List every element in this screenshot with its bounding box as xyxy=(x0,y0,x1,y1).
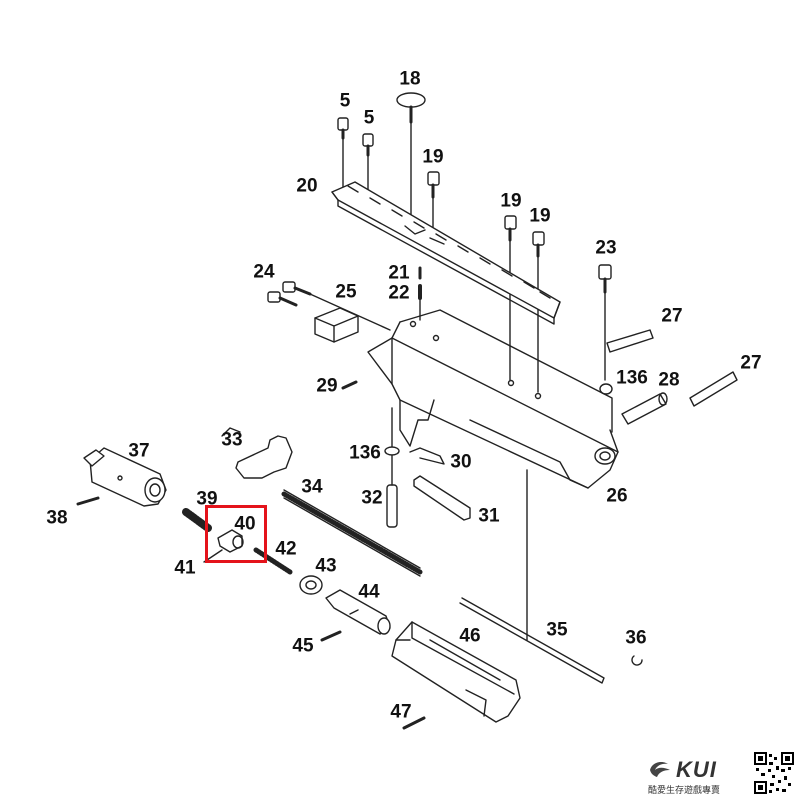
label-23: 23 xyxy=(595,237,617,259)
screw-5a-icon xyxy=(337,117,349,191)
label-24: 24 xyxy=(253,261,275,283)
receiver-26-icon xyxy=(367,309,619,489)
rod-27a-icon xyxy=(606,329,654,353)
label-27b: 27 xyxy=(740,352,762,374)
block-25-icon xyxy=(314,307,359,343)
label-43: 43 xyxy=(315,555,337,577)
screw-5b-icon xyxy=(362,133,374,201)
spring-39-icon xyxy=(182,508,212,532)
label-45: 45 xyxy=(292,635,314,657)
label-18: 18 xyxy=(399,68,421,90)
pin-29-icon xyxy=(341,380,358,390)
label-38: 38 xyxy=(46,507,68,529)
label-20: 20 xyxy=(296,175,318,197)
pin-47-icon xyxy=(402,716,426,730)
label-25: 25 xyxy=(335,281,357,303)
label-19b: 19 xyxy=(500,190,522,212)
label-26: 26 xyxy=(606,485,628,507)
carrier-46-icon xyxy=(391,621,521,723)
label-42: 42 xyxy=(275,538,297,560)
label-32: 32 xyxy=(361,487,383,509)
label-19c: 19 xyxy=(529,205,551,227)
lever-31-icon xyxy=(413,475,471,521)
pin-18-icon xyxy=(396,92,426,233)
piston-44-icon xyxy=(325,589,391,635)
pin-45-icon xyxy=(320,630,342,642)
label-40: 40 xyxy=(234,513,256,535)
kui-logo-icon xyxy=(650,762,670,777)
label-35: 35 xyxy=(546,619,568,641)
label-29: 29 xyxy=(316,375,338,397)
screw-19c-icon xyxy=(532,231,545,393)
screw-23-icon xyxy=(598,264,612,381)
washer-136a-icon xyxy=(384,446,400,456)
label-34: 34 xyxy=(301,476,323,498)
label-30: 30 xyxy=(450,451,472,473)
label-47: 47 xyxy=(390,701,412,723)
pin-38-icon xyxy=(76,496,100,506)
label-5a: 5 xyxy=(339,90,351,112)
label-36: 36 xyxy=(625,627,647,649)
highlight-box-40 xyxy=(205,505,267,563)
screw-24-icon xyxy=(267,281,391,331)
rod-35-icon xyxy=(459,469,605,684)
label-41: 41 xyxy=(174,557,196,579)
watermark-slogan: 酷愛生存遊戲專賣 xyxy=(648,785,721,795)
screw-19b-icon xyxy=(504,215,517,381)
clip-30-icon xyxy=(409,447,445,465)
label-19a: 19 xyxy=(422,146,444,168)
label-28: 28 xyxy=(658,369,680,391)
label-31: 31 xyxy=(478,505,500,527)
spring-34-icon xyxy=(281,489,423,577)
label-37: 37 xyxy=(128,440,150,462)
label-136b: 136 xyxy=(349,442,381,464)
label-33: 33 xyxy=(221,429,243,451)
washer-43-icon xyxy=(299,575,323,595)
screw-19a-icon xyxy=(427,171,440,246)
part-40-icon xyxy=(217,529,244,553)
housing-37-icon xyxy=(83,447,167,507)
watermark-brand: KUI xyxy=(676,757,717,782)
spring-42-icon xyxy=(253,547,293,575)
label-21: 21 xyxy=(388,262,410,284)
qr-code-icon xyxy=(754,752,794,794)
label-39: 39 xyxy=(196,488,218,510)
label-46: 46 xyxy=(459,625,481,647)
label-5b: 5 xyxy=(363,107,375,129)
part-33-icon xyxy=(221,427,293,479)
pin-32-icon xyxy=(386,407,398,528)
label-136a: 136 xyxy=(616,367,648,389)
label-44: 44 xyxy=(358,581,380,603)
label-27a: 27 xyxy=(661,305,683,327)
rod-28-icon xyxy=(621,392,668,425)
clip-36-icon xyxy=(631,655,643,666)
rail-20-icon xyxy=(331,181,561,325)
label-22: 22 xyxy=(388,282,410,304)
rod-27b-icon xyxy=(689,371,738,407)
